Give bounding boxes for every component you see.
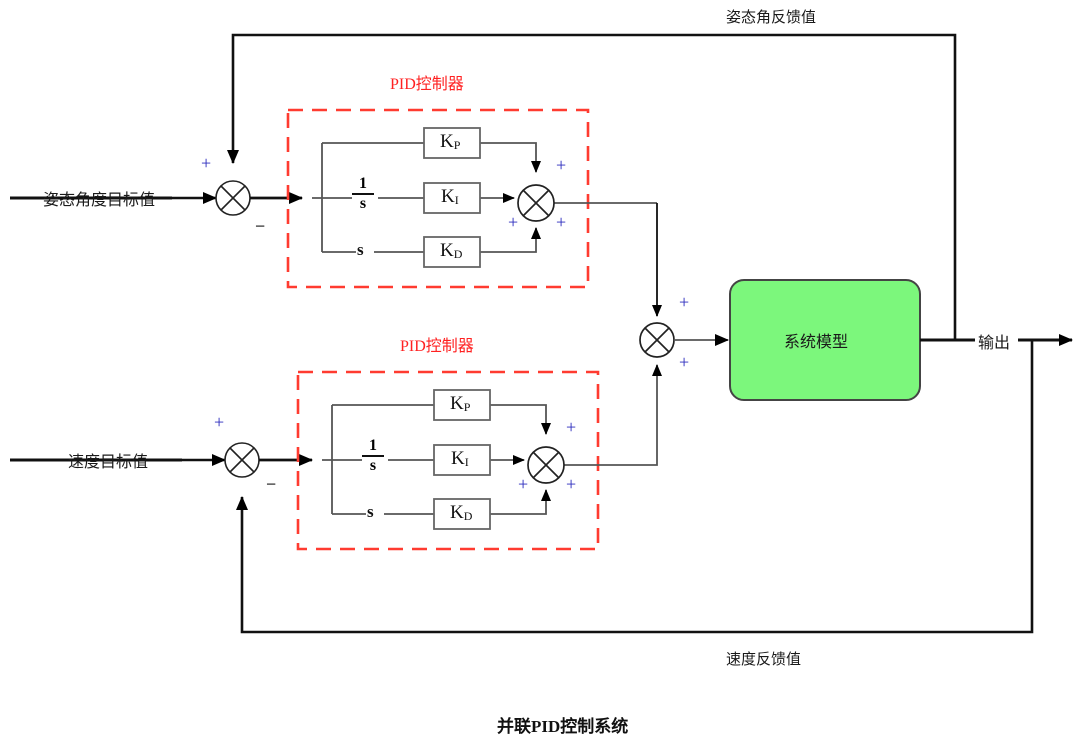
pid-speed-sum-plus-left: + [518,474,528,495]
pid-speed-kp-label: KP [450,393,470,415]
error-speed-plus-sign: + [214,412,224,433]
error-attitude-minus-sign: − [255,216,265,237]
attitude-feedback-label: 姿态角反馈值 [726,6,816,27]
output-label: 输出 [977,329,1011,353]
integrator-numerator: 1 [362,438,384,454]
pid-attitude-title: PID控制器 [390,70,464,94]
main-sum-junction [640,323,674,357]
pid-speed-ki-label: KI [451,448,469,470]
integrator-denominator: s [352,196,374,212]
pid-speed-derivative: s [367,502,374,522]
kd-letter: K [450,502,464,523]
pid-attitude-kp-label: KP [440,131,460,153]
kd-letter: K [440,240,454,261]
pid-attitude-kd-label: KD [440,240,462,262]
pid-attitude-derivative: s [357,240,364,260]
kp-letter: K [440,131,454,152]
kp-letter: K [450,393,464,414]
kd-subscript: D [454,247,463,261]
error-speed-junction [225,443,259,477]
speed-input-label: 速度目标值 [68,448,148,472]
pid-attitude-integrator: 1 s [352,176,374,212]
pid-speed-kd-label: KD [450,502,472,524]
pid-speed-sum-plus-top: + [566,417,576,438]
pid-attitude-wiring [312,143,657,316]
pid-speed-sum-junction [528,447,564,483]
speed-feedback-label: 速度反馈值 [726,648,801,669]
attitude-input-label: 姿态角度目标值 [43,186,155,210]
integrator-numerator: 1 [352,176,374,192]
pid-speed-integrator: 1 s [362,438,384,474]
integrator-denominator: s [362,458,384,474]
diagram-title: 并联PID控制系统 [497,712,628,737]
pid-attitude-sum-junction [518,185,554,221]
kp-subscript: P [464,400,471,414]
ki-subscript: I [455,193,459,207]
pid-speed-title: PID控制器 [400,332,474,356]
pid-attitude-sum-plus-left: + [508,212,518,233]
kd-subscript: D [464,509,473,523]
main-sum-plus-bottom: + [679,352,689,373]
pid-speed-sum-plus-bottom: + [566,474,576,495]
ki-letter: K [441,186,455,207]
system-model-label: 系统模型 [784,328,848,352]
error-attitude-plus-sign: + [201,153,211,174]
kp-subscript: P [454,138,461,152]
pid-attitude-sum-plus-bottom: + [556,212,566,233]
pid-attitude-sum-plus-top: + [556,155,566,176]
pid-attitude-ki-label: KI [441,186,459,208]
main-sum-plus-top: + [679,292,689,313]
error-attitude-junction [216,181,250,215]
error-speed-minus-sign: − [266,474,276,495]
ki-subscript: I [465,455,469,469]
ki-letter: K [451,448,465,469]
